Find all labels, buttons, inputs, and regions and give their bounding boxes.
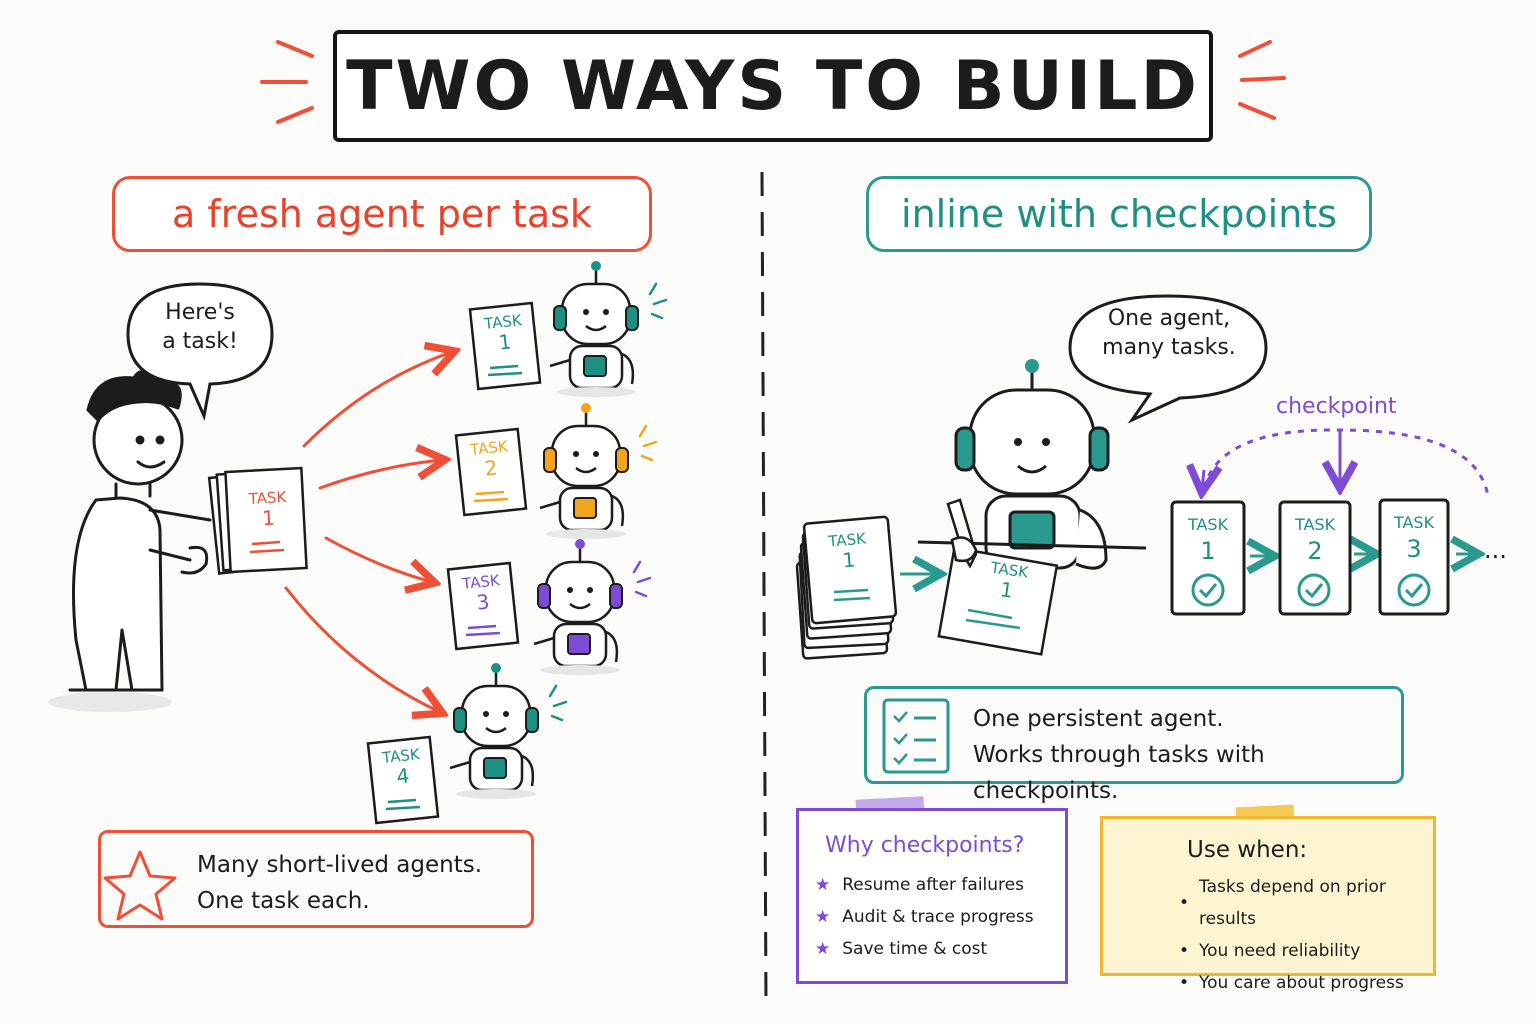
- use-item: •You need reliability: [1179, 935, 1433, 967]
- speech-bubble-left: [126, 282, 274, 422]
- title-emphasis-marks: [260, 40, 1286, 124]
- left-robots: [366, 261, 668, 825]
- star-bullet-icon: ★: [815, 875, 831, 895]
- chain-task-3: TASK 3: [1380, 510, 1448, 562]
- task-number: 2: [1307, 537, 1323, 565]
- why-item-text: Resume after failures: [842, 875, 1024, 895]
- page-title: TWO WAYS TO BUILD: [346, 46, 1200, 126]
- speech-line-1: Here's: [165, 300, 235, 325]
- why-item: ★ Resume after failures: [815, 869, 1034, 901]
- checkmark-circles: [1191, 573, 1431, 607]
- left-summary-box: Many short-lived agents. One task each.: [98, 830, 534, 928]
- task-paper: [366, 735, 440, 825]
- chain-ellipsis: ...: [1484, 536, 1507, 564]
- desk-task-paper: [937, 498, 1059, 656]
- task-paper: [446, 561, 520, 651]
- task-number: 1: [1200, 537, 1216, 565]
- summary-line-1: One persistent agent.: [973, 706, 1224, 732]
- use-item: •You care about progress: [1179, 967, 1433, 999]
- robot-head: [460, 684, 532, 748]
- title-banner: TWO WAYS TO BUILD: [333, 30, 1213, 142]
- checkpoint-label: checkpoint: [1276, 394, 1397, 419]
- speech-line-1: One agent,: [1107, 306, 1231, 331]
- use-title: Use when:: [1187, 837, 1308, 863]
- use-item: •Tasks depend on prior results: [1179, 871, 1433, 935]
- why-item-text: Save time & cost: [842, 939, 988, 959]
- held-task-label: TASK 1: [239, 487, 297, 530]
- summary-line-2: Works through tasks with checkpoints.: [973, 742, 1265, 804]
- left-heading: a fresh agent per task: [112, 176, 652, 252]
- robot-head: [550, 424, 622, 488]
- robot-antenna: [581, 403, 591, 413]
- input-task-stack: [795, 515, 898, 660]
- checkpoint-arc: [1202, 428, 1490, 497]
- person-illustration: [48, 370, 212, 712]
- task-label: TASK: [1393, 513, 1435, 532]
- robot-head: [544, 560, 616, 624]
- star-bullet-icon: ★: [815, 907, 831, 927]
- why-list: ★ Resume after failures ★ Audit & trace pr…: [815, 869, 1034, 965]
- chain-task-2: TASK 2: [1280, 512, 1350, 564]
- right-summary-box: One persistent agent. Works through task…: [864, 686, 1404, 804]
- use-item-text: Tasks depend on prior results: [1199, 877, 1386, 929]
- task-label: TASK: [1187, 515, 1229, 534]
- speech-bubble-right: [1068, 294, 1268, 424]
- robot-antenna: [575, 539, 585, 549]
- summary-line-2: One task each.: [197, 888, 370, 914]
- right-heading: inline with checkpoints: [866, 176, 1372, 252]
- input-stack-label: TASK 1: [818, 528, 877, 572]
- speech-line-2: many tasks.: [1102, 335, 1236, 360]
- task-number: 1: [261, 505, 276, 531]
- task-paper: [454, 427, 528, 517]
- robot-antenna: [591, 261, 601, 271]
- held-task-stack: [207, 466, 308, 575]
- speech-text-right: One agent, many tasks.: [1094, 304, 1244, 362]
- left-summary-text: Many short-lived agents. One task each.: [197, 847, 482, 919]
- use-item-text: You care about progress: [1199, 973, 1404, 993]
- why-item: ★ Save time & cost: [815, 933, 1034, 965]
- task-chain-boxes: [1170, 498, 1450, 616]
- robot-head: [560, 282, 632, 346]
- why-item-text: Audit & trace progress: [842, 907, 1034, 927]
- star-bullet-icon: ★: [815, 939, 831, 959]
- robot-antenna: [491, 663, 501, 673]
- task-number: 3: [1406, 535, 1422, 563]
- center-divider: [760, 171, 768, 1005]
- speech-text-left: Here's a task!: [142, 298, 258, 356]
- star-icon: [103, 850, 177, 921]
- why-item: ★ Audit & trace progress: [815, 901, 1034, 933]
- chain-task-1: TASK 1: [1172, 512, 1244, 564]
- checklist-icon: [882, 698, 950, 774]
- use-item-text: You need reliability: [1199, 941, 1361, 961]
- why-title: Why checkpoints?: [825, 833, 1025, 858]
- task-paper: [468, 301, 542, 391]
- big-robot-illustration: [954, 359, 1110, 570]
- why-checkpoints-card: Why checkpoints? ★ Resume after failures …: [796, 808, 1068, 984]
- summary-line-1: Many short-lived agents.: [197, 852, 483, 878]
- distribution-arrows: [284, 352, 452, 712]
- task-label: TASK: [1294, 515, 1336, 534]
- speech-line-2: a task!: [162, 329, 238, 354]
- right-summary-text: One persistent agent. Works through task…: [973, 701, 1401, 809]
- use-list: •Tasks depend on prior results •You need…: [1179, 871, 1433, 999]
- use-when-card: Use when: •Tasks depend on prior results…: [1100, 816, 1436, 993]
